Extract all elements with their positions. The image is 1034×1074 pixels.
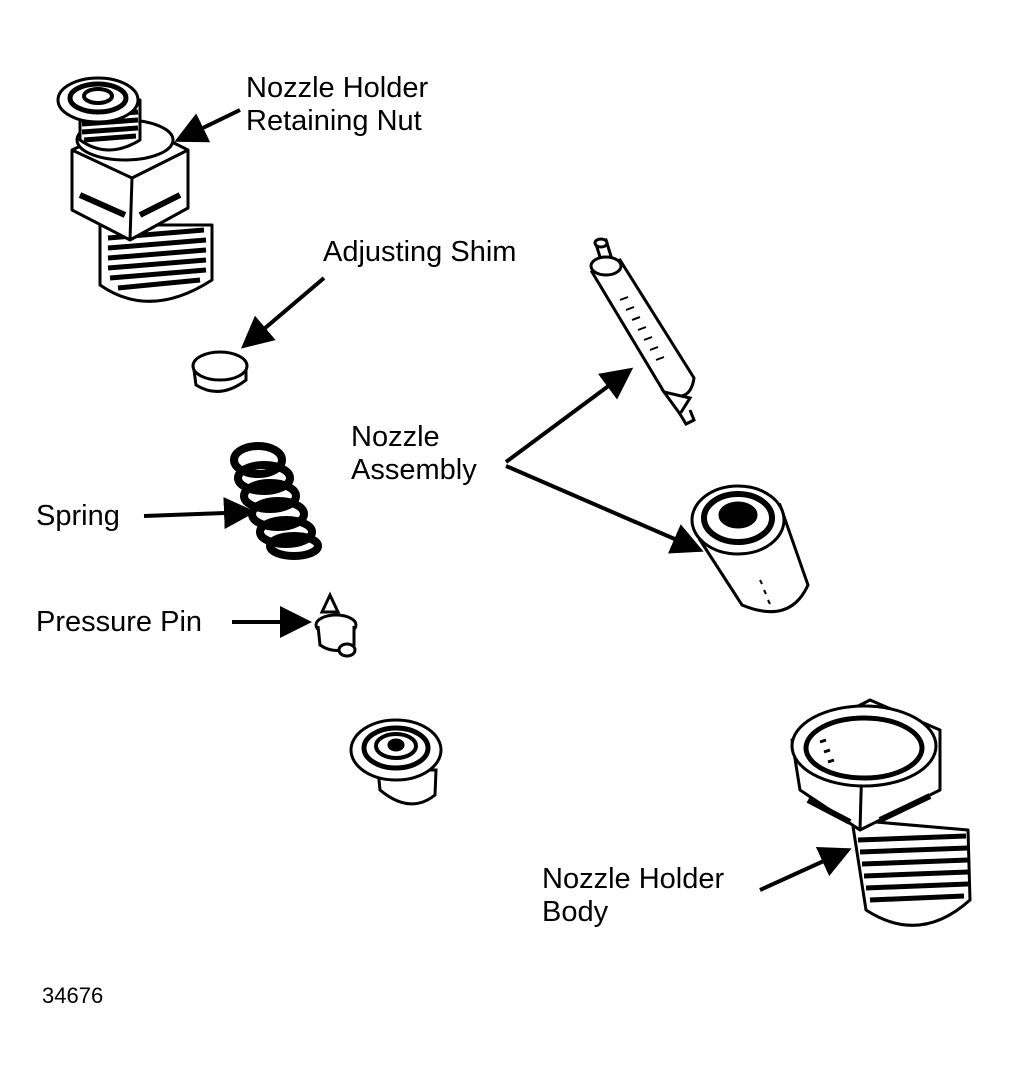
spacer-part xyxy=(349,718,443,806)
label-retaining-nut-line1: Nozzle Holder xyxy=(246,72,429,104)
arrow-spring xyxy=(143,497,256,530)
label-pressure-pin: Pressure Pin xyxy=(36,606,203,638)
spring-part xyxy=(230,442,322,560)
label-nozzle-assembly-line1: Nozzle xyxy=(351,421,440,453)
label-retaining-nut-line2: Retaining Nut xyxy=(246,105,422,137)
figure-number: 34676 xyxy=(42,983,104,1008)
label-nozzle-assembly-line2: Assembly xyxy=(351,454,477,486)
arrow-holder-body xyxy=(759,847,852,892)
arrow-adjusting-shim xyxy=(240,276,326,349)
label-spring: Spring xyxy=(36,500,120,532)
label-holder-body-line2: Body xyxy=(542,896,609,928)
leader-arrows xyxy=(143,108,852,892)
label-adjusting-shim: Adjusting Shim xyxy=(323,236,517,268)
label-holder-body: Nozzle Holder Body xyxy=(542,863,724,929)
pressure-pin-part xyxy=(314,591,358,658)
label-retaining-nut: Nozzle Holder Retaining Nut xyxy=(246,72,428,138)
holder-body-part xyxy=(790,698,972,927)
adjusting-shim-part xyxy=(191,350,249,393)
label-holder-body-line1: Nozzle Holder xyxy=(542,863,725,895)
nozzle-body-part xyxy=(690,484,810,614)
arrow-nozzle-body xyxy=(505,464,704,554)
arrow-nozzle-needle xyxy=(504,367,634,464)
nozzle-needle-part xyxy=(589,237,696,426)
retaining-nut-part xyxy=(56,76,214,303)
label-nozzle-assembly: Nozzle Assembly xyxy=(351,421,477,487)
arrow-retaining-nut xyxy=(174,108,241,143)
